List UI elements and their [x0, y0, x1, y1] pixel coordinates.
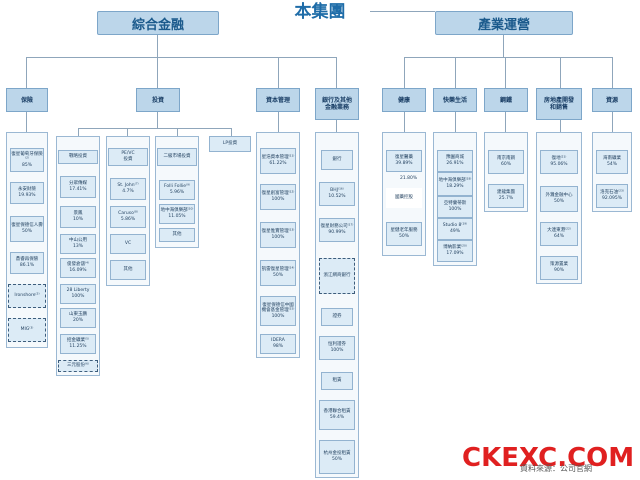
node-pramerica: 復星保德信人壽 50% — [10, 216, 44, 242]
node-bund-center: 外灘金融中心 50% — [540, 186, 578, 212]
node-atlantis: 亞特蘭蒂斯 100% — [437, 196, 473, 218]
node-hangzhou-leasing: 杭州金投租賃 50% — [319, 440, 355, 474]
category-health: 健康 — [382, 88, 426, 112]
category-steel: 鋼鐵 — [484, 88, 528, 112]
node-st-john: St. John⁽⁷⁾ 4.7% — [110, 178, 146, 200]
node-elderly-care: 星健老年服務 50% — [386, 222, 422, 246]
node-ironshore: Ironshore⁽³⁾ — [8, 284, 46, 308]
node-28-liberty: 28 Liberty 100% — [60, 284, 96, 304]
node-strategic-header: 戰略投資 — [58, 150, 98, 164]
node-chuangfu: 復星創富管理⁽¹²⁾ 100% — [260, 184, 296, 210]
page-title: 本集團 — [294, 2, 346, 22]
node-fidelidade: 復星葡萄牙保險⁽²⁾ 85% — [10, 148, 44, 172]
node-fosun-pharma: 復星醫藥 39.89% — [386, 150, 422, 172]
node-jingfeng: 景鳳 10% — [60, 206, 96, 228]
node-bona: 博納影業⁽²⁰⁾ 17.09% — [437, 240, 473, 262]
node-ceyuan: 策源置業 90% — [540, 256, 578, 280]
node-roc-oil: 洛克石油⁽²³⁾ 92.095% — [596, 184, 628, 208]
category-insurance: 保險 — [6, 88, 48, 112]
node-mig: MIG⁽³⁾ — [8, 318, 46, 342]
node-sinopharm-stake: 21.80% — [400, 176, 418, 181]
node-pevc-other: 其他 — [110, 260, 146, 280]
category-happy-life: 快樂生活 — [433, 88, 477, 112]
node-dalian: 大連東港⁽²²⁾ 64% — [540, 222, 578, 246]
node-sanyuan: 三元股份⁽⁶⁾ — [58, 360, 98, 372]
watermark-brand: CKEXC.COM — [462, 443, 635, 473]
node-china-fund: 復星保德信中國機會基金管理⁽¹⁵⁾ 100% — [260, 296, 296, 326]
node-starcapital: 星浩資本管理⁽¹¹⁾ 61.22% — [260, 148, 296, 174]
node-hainan-mining: 海南礦業 54% — [596, 150, 628, 174]
node-vc: VC — [110, 234, 146, 254]
node-hk-leasing: 香港聯合租賃 59.4% — [319, 400, 355, 430]
node-zhongshan: 中山公用 13% — [60, 234, 96, 254]
node-yuyuan: 豫園商城 26.91% — [437, 150, 473, 172]
category-asset-management: 資本管理 — [256, 88, 300, 112]
node-idera: IDERA 98% — [260, 334, 296, 354]
node-folli-follie: Folli Follie⁽⁹⁾ 5.96% — [159, 180, 195, 200]
node-secondary-header: 二級市場投資 — [157, 148, 197, 166]
node-shandong: 山東玉鵬 20% — [60, 308, 96, 328]
node-leasing-header: 租賃 — [321, 372, 353, 390]
root-finance: 綜合金融 — [97, 11, 219, 35]
node-caruso: Caruso⁽⁸⁾ 5.86% — [110, 206, 146, 228]
category-property: 房地產開發 和銷售 — [536, 88, 582, 120]
node-securities-header: 證券 — [321, 308, 353, 326]
node-hengli: 恒利證券 100% — [319, 336, 355, 360]
node-studio8: Studio 8⁽¹⁹⁾ 49% — [437, 218, 473, 240]
node-bank-header: 銀行 — [321, 150, 353, 170]
watermark-source: 資料來源：公司官網 — [520, 464, 592, 473]
node-nangang: 南京南鋼 60% — [488, 150, 524, 174]
node-bhj: BHJ⁽¹⁶⁾ 10.52% — [319, 182, 355, 206]
node-sinopharm: 國藥控股 — [386, 188, 422, 208]
node-club-med: 地中海俱樂部⁽¹⁸⁾ 18.29% — [437, 172, 473, 196]
category-resources: 資源 — [592, 88, 632, 112]
node-jianlong: 建龍集團 25.7% — [488, 184, 524, 208]
node-mybank: 浙江網商銀行 — [319, 258, 355, 294]
node-secondary-other: 其他 — [159, 228, 195, 242]
node-focus-media: 分眾傳媒 17.41% — [60, 176, 96, 198]
node-carlyle: 凱雷復星管理⁽¹⁴⁾ 50% — [260, 260, 296, 286]
root-industry: 產業運營 — [435, 11, 573, 35]
node-yongan: 永安財險 19.93% — [10, 182, 44, 204]
node-peak-re: 鼎睿再保險 86.1% — [10, 252, 44, 274]
node-lp-header: LP投資 — [209, 136, 251, 152]
node-junfa: 俊發倉儲⁽⁴⁾ 16.09% — [60, 258, 96, 278]
node-club-med-inv: 地中海俱樂部⁽¹⁰⁾ 11.05% — [159, 204, 195, 224]
node-finance-co: 復星財務公司⁽¹⁷⁾ 90.99% — [319, 218, 355, 242]
category-banking: 銀行及其他 金融業務 — [315, 88, 359, 120]
node-forte: 復地⁽²¹⁾ 95.06% — [540, 150, 578, 174]
node-zhaojin: 招金礦業⁽⁵⁾ 11.25% — [60, 334, 96, 354]
node-pevc-header: PE/VC 投資 — [108, 148, 148, 166]
category-investment: 投資 — [136, 88, 180, 112]
node-weishi: 復星惟實管理⁽¹³⁾ 100% — [260, 222, 296, 248]
